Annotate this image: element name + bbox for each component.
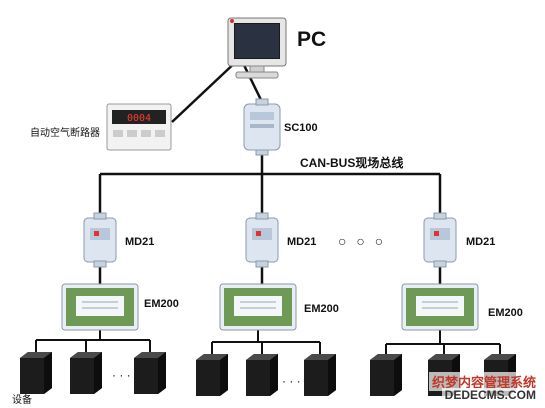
field-device-icon xyxy=(134,352,166,394)
breaker-display-digits: 0004 xyxy=(127,113,151,124)
field-device-icon xyxy=(70,352,102,394)
field-devices xyxy=(20,352,516,396)
breaker-label: 自动空气断路器 xyxy=(30,128,100,139)
pc-label: PC xyxy=(297,28,327,51)
md21-module-left-icon xyxy=(83,212,117,268)
devices-label: 设备 xyxy=(12,395,32,406)
em200-label-right: EM200 xyxy=(488,307,523,319)
device-links xyxy=(35,330,501,354)
more-devices-dots-middle: · · · xyxy=(282,374,301,388)
field-device-icon xyxy=(246,354,278,396)
more-devices-dots-left: · · · xyxy=(112,368,131,382)
gateway-device-icon xyxy=(243,98,281,156)
md21-label-left: MD21 xyxy=(125,236,155,248)
more-modules-indicator: ○ ○ ○ xyxy=(338,233,387,249)
em200-controller-left-icon xyxy=(61,283,139,331)
field-device-icon xyxy=(370,354,402,396)
gateway-label: SC100 xyxy=(284,122,318,134)
field-device-icon xyxy=(196,354,228,396)
breaker-device-icon: 0004 xyxy=(106,103,172,151)
em200-label-left: EM200 xyxy=(144,298,179,310)
pc-to-breaker-line xyxy=(171,57,241,123)
field-device-icon xyxy=(304,354,336,396)
pc-to-gateway-line xyxy=(241,62,264,103)
md21-label-middle: MD21 xyxy=(287,236,317,248)
pc-monitor-icon xyxy=(227,17,287,79)
watermark-url: DEDECMS.COM xyxy=(441,388,539,402)
em200-label-middle: EM200 xyxy=(304,303,339,315)
can-bus-label: CAN-BUS现场总线 xyxy=(300,156,404,170)
md21-label-right: MD21 xyxy=(466,236,496,248)
em200-controller-middle-icon xyxy=(219,283,297,331)
watermark-title: 织梦内容管理系统 xyxy=(428,372,539,391)
em200-controller-right-icon xyxy=(401,283,479,331)
md21-module-middle-icon xyxy=(245,212,279,268)
field-device-icon xyxy=(20,352,52,394)
connection-lines xyxy=(98,57,442,286)
md21-module-right-icon xyxy=(423,212,457,268)
